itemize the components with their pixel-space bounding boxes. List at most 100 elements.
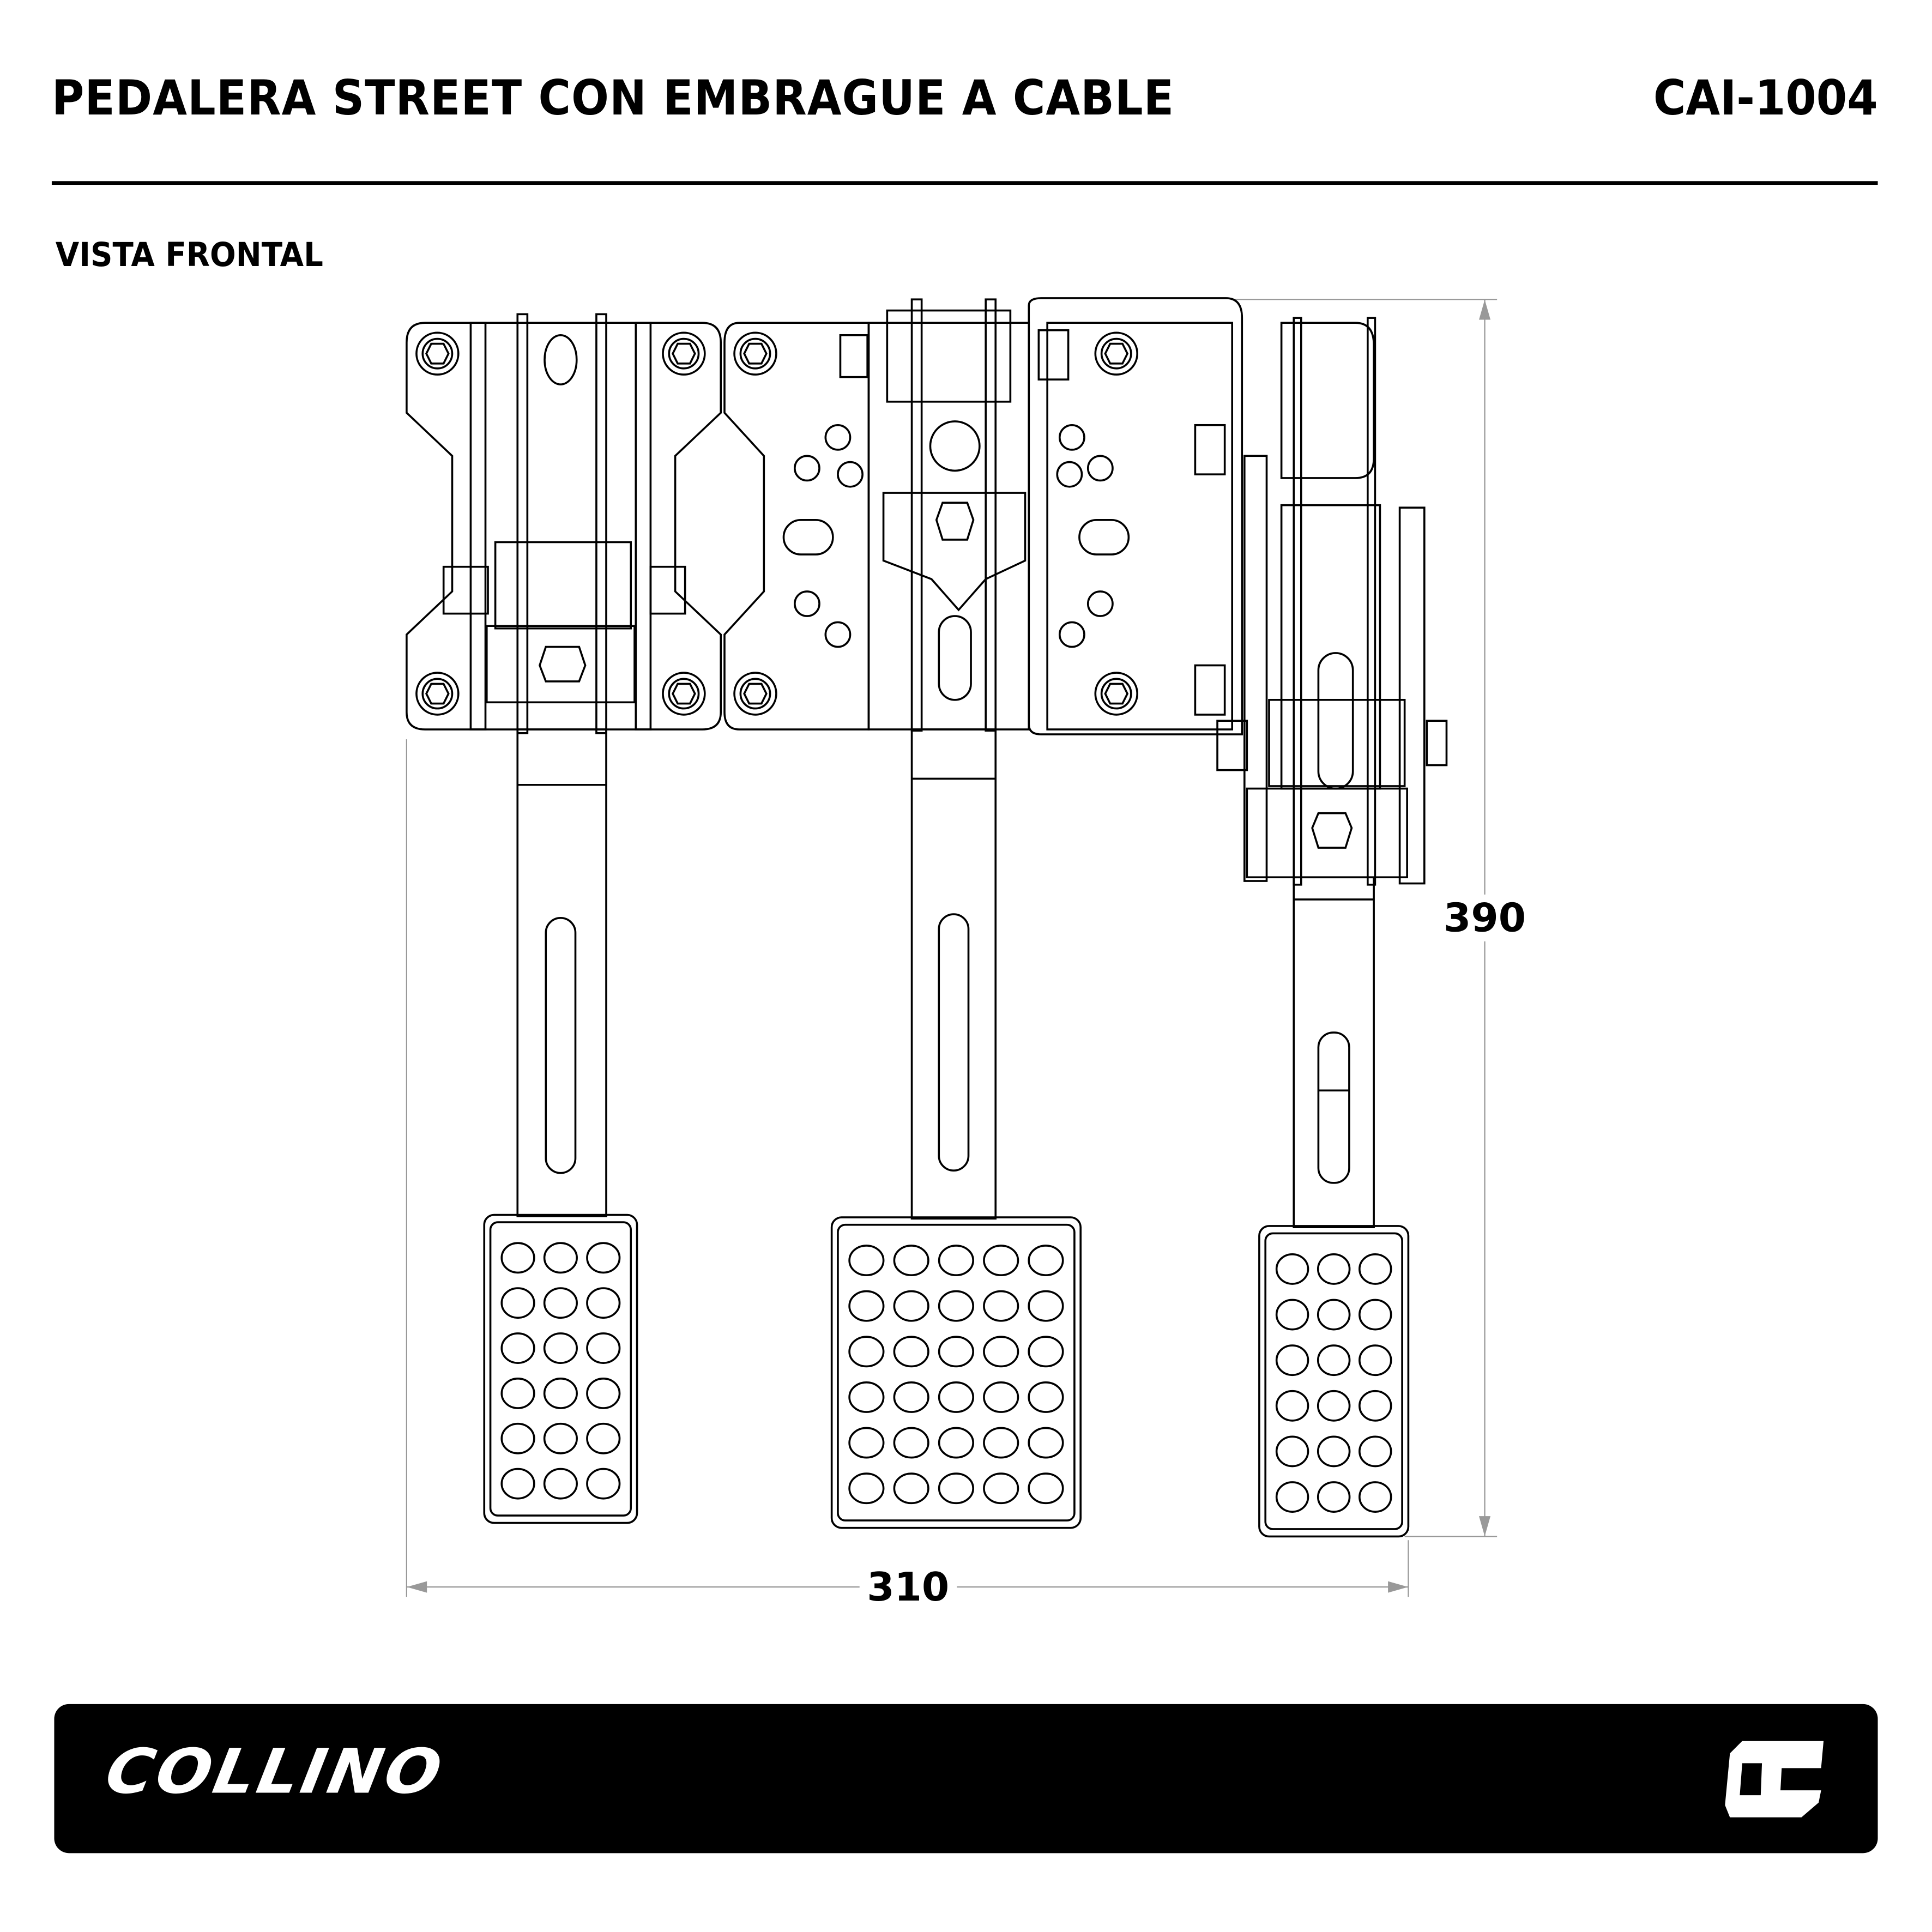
pad-hole — [983, 1472, 1019, 1505]
pad-hole — [938, 1381, 974, 1413]
bolt-hex-icon — [1104, 342, 1129, 365]
center-bracket — [782, 297, 1243, 735]
bolt-head — [668, 678, 700, 710]
pad-hole — [500, 1242, 535, 1274]
pad-hole — [1028, 1336, 1064, 1368]
pad-hole — [1275, 1299, 1309, 1331]
bolt-hex-icon — [425, 683, 450, 705]
pad-hole — [1275, 1435, 1309, 1468]
pad-hole — [938, 1427, 974, 1459]
bolt-hex-icon — [672, 683, 696, 705]
pad-hole — [500, 1332, 535, 1364]
pedal-pad-inner — [837, 1223, 1076, 1522]
pad-hole — [500, 1377, 535, 1409]
pad-hole — [586, 1287, 621, 1319]
pad-hole — [983, 1427, 1019, 1459]
adjustment-hole — [1086, 455, 1114, 482]
bolt-head — [421, 337, 454, 370]
pad-hole — [848, 1472, 885, 1505]
pad-hole — [1028, 1290, 1064, 1322]
adjustment-hole — [837, 461, 864, 488]
pad-hole — [1359, 1299, 1392, 1331]
pedal-pad-inner — [489, 1221, 632, 1517]
pad-hole — [543, 1468, 578, 1500]
pad-hole — [543, 1242, 578, 1274]
pad-hole — [1275, 1253, 1309, 1285]
pad-hole — [938, 1472, 974, 1505]
pedal-pad — [1258, 1225, 1410, 1538]
bolt-washer — [733, 331, 777, 376]
pad-hole — [586, 1332, 621, 1364]
height-dimension-label: 390 — [1436, 894, 1533, 941]
bolt-head — [421, 678, 454, 710]
pad-hole — [500, 1468, 535, 1500]
pad-hole — [500, 1287, 535, 1319]
pad-hole — [893, 1245, 929, 1277]
bolt-head — [739, 678, 771, 710]
pedal-pad — [830, 1216, 1082, 1529]
bolt-washer — [662, 672, 706, 716]
page-title: PEDALERA STREET CON EMBRAGUE A CABLE — [51, 71, 1175, 127]
pedal-pad-inner — [1264, 1232, 1403, 1530]
pad-hole — [938, 1336, 974, 1368]
pad-hole — [543, 1332, 578, 1364]
pad-hole — [1317, 1481, 1351, 1513]
pad-hole — [1359, 1253, 1392, 1285]
clutch-assembly — [1216, 317, 1448, 886]
pad-hole — [586, 1377, 621, 1409]
pad-hole — [893, 1472, 929, 1505]
pad-hole — [848, 1427, 885, 1459]
footer-bar: COLLINO — [54, 1704, 1878, 1853]
pad-hole — [543, 1287, 578, 1319]
adjustment-hole — [1058, 621, 1085, 648]
bolt-hex-icon — [743, 683, 768, 705]
pad-hole — [893, 1427, 929, 1459]
pad-hole — [983, 1381, 1019, 1413]
pad-hole — [500, 1422, 535, 1454]
adjustment-hole — [1086, 590, 1114, 617]
bolt-hex-icon — [672, 342, 696, 365]
pad-hole — [1359, 1344, 1392, 1376]
pad-hole — [848, 1245, 885, 1277]
adjustment-hole — [1058, 424, 1085, 451]
adjustment-hole — [1056, 461, 1083, 488]
bolt-head — [1100, 337, 1132, 370]
pad-hole — [1275, 1481, 1309, 1513]
product-code: CAI-1004 — [1653, 71, 1878, 127]
bolt-washer — [662, 331, 706, 376]
adjustment-hole — [824, 621, 852, 648]
pad-hole — [938, 1245, 974, 1277]
left-mount-plate — [406, 313, 870, 734]
bolt-washer — [415, 672, 460, 716]
pad-hole — [586, 1422, 621, 1454]
pad-hole — [893, 1381, 929, 1413]
pedal-pads — [483, 1213, 1410, 1538]
pad-hole — [1317, 1299, 1351, 1331]
bolt-washer — [1094, 672, 1138, 716]
bolt-head — [668, 337, 700, 370]
adjustment-hole — [824, 424, 852, 451]
brand-logo: COLLINO — [100, 1736, 450, 1808]
pad-hole — [1359, 1390, 1392, 1422]
pad-hole — [848, 1336, 885, 1368]
pad-hole — [543, 1377, 578, 1409]
pad-hole — [893, 1290, 929, 1322]
brand-c-logo-icon — [1725, 1741, 1824, 1818]
pad-hole — [1028, 1427, 1064, 1459]
bolt-washer — [415, 331, 460, 376]
pad-hole — [1028, 1245, 1064, 1277]
pad-hole — [983, 1290, 1019, 1322]
header-divider — [51, 181, 1878, 185]
adjustment-hole — [794, 455, 820, 482]
bolt-washer — [733, 672, 777, 716]
view-label: VISTA FRONTAL — [55, 236, 323, 275]
bolt-hex-icon — [743, 342, 768, 365]
pad-hole — [1028, 1472, 1064, 1505]
adjustment-hole — [794, 590, 820, 617]
pad-hole — [1317, 1253, 1351, 1285]
bolt-washer — [1094, 331, 1138, 376]
pad-hole — [586, 1242, 621, 1274]
pad-hole — [848, 1381, 885, 1413]
pad-hole — [543, 1422, 578, 1454]
